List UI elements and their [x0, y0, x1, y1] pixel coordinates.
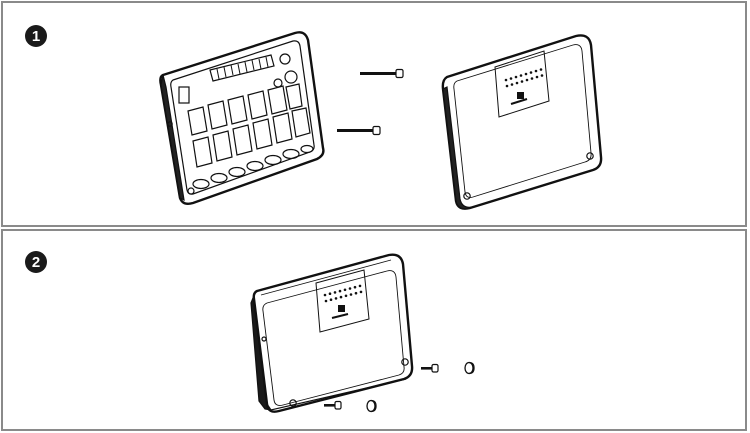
- step-2-panel: 2: [1, 229, 747, 431]
- step-number-badge: 1: [25, 25, 47, 47]
- brand-logo-icon: [338, 305, 345, 312]
- screw-icon: [360, 68, 404, 79]
- screw-cap-icon: [366, 399, 377, 413]
- wiring-center-cover: [441, 34, 603, 210]
- screw-icon: [324, 400, 342, 410]
- wiring-center-base: [159, 31, 325, 206]
- screw-icon: [421, 363, 439, 373]
- screw-cap-icon: [464, 361, 475, 375]
- led-indicator-row: [504, 68, 544, 88]
- wiring-center-assembled: [250, 253, 414, 413]
- step-number-badge: 2: [25, 251, 47, 273]
- led-indicator-row: [323, 284, 363, 303]
- step-1-illustration: [159, 31, 603, 210]
- step-2-illustration: [250, 253, 475, 413]
- screw-icon: [337, 125, 381, 136]
- brand-logo-icon: [517, 92, 524, 99]
- step-1-panel: 1: [1, 1, 747, 227]
